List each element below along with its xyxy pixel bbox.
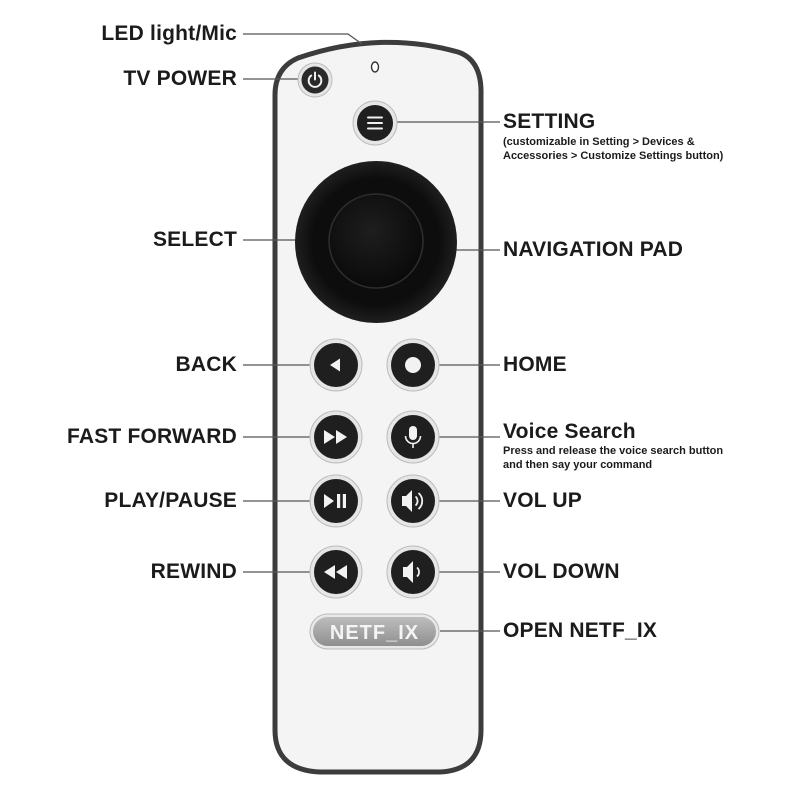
rewind-icon: [324, 565, 347, 579]
volume-up-icon: [402, 490, 424, 512]
label-play-pause: PLAY/PAUSE: [104, 489, 237, 512]
label-vol-down: VOL DOWN: [503, 560, 620, 583]
netflix-button[interactable]: NETF_IX: [309, 613, 440, 650]
play-pause-button[interactable]: [309, 474, 363, 528]
play-pause-icon: [324, 494, 346, 508]
label-back: BACK: [175, 353, 237, 376]
tv-power-button[interactable]: [297, 62, 333, 98]
home-icon: [405, 357, 421, 373]
label-fast-forward: FAST FORWARD: [66, 425, 237, 448]
label-open-netflix: OPEN NETF_IX: [503, 619, 658, 642]
label-tv-power: TV POWER: [123, 67, 237, 90]
fast-forward-button[interactable]: [309, 410, 363, 464]
netflix-button-label: NETF_IX: [330, 622, 419, 644]
led-light: [370, 61, 380, 73]
leader-lines: [243, 33, 500, 632]
label-rewind: REWIND: [150, 560, 237, 583]
rewind-button[interactable]: [309, 545, 363, 599]
voice-note-line-2: and then say your command: [503, 459, 653, 471]
setting-note-line-1: (customizable in Setting > Devices &: [503, 136, 695, 148]
settings-button[interactable]: [352, 100, 398, 146]
label-led: LED light/Mic: [101, 22, 237, 45]
label-navigation-pad: NAVIGATION PAD: [503, 238, 684, 261]
home-button[interactable]: [386, 338, 440, 392]
label-home: HOME: [503, 353, 567, 376]
label-setting: SETTING: [503, 110, 596, 133]
volume-down-icon: [403, 561, 420, 583]
menu-icon: [367, 116, 383, 130]
volume-down-button[interactable]: [386, 545, 440, 599]
label-voice-search: Voice Search: [503, 420, 636, 443]
label-vol-up: VOL UP: [503, 489, 582, 512]
label-select: SELECT: [152, 228, 237, 251]
voice-search-button[interactable]: [386, 410, 440, 464]
setting-note-line-2: Accessories > Customize Settings button): [503, 150, 724, 162]
volume-up-button[interactable]: [386, 474, 440, 528]
microphone-icon: [404, 426, 422, 448]
back-button[interactable]: [309, 338, 363, 392]
power-icon: [307, 71, 323, 88]
fast-forward-icon: [324, 430, 347, 444]
voice-note-line-1: Press and release the voice search butto…: [503, 445, 724, 457]
select-button[interactable]: [328, 193, 424, 289]
back-icon: [330, 358, 340, 372]
remote-body: [272, 39, 484, 775]
